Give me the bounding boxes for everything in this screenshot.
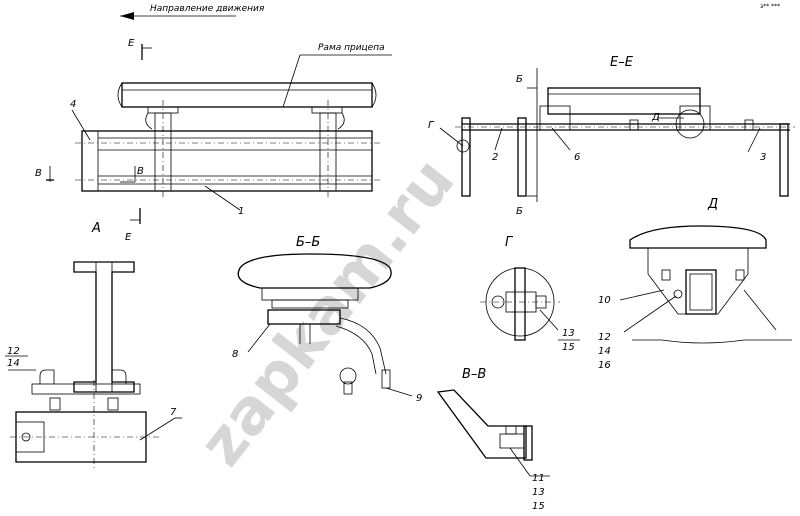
watermark: zapkam.ru [184,144,468,479]
view-g [480,267,580,341]
section-title-e-e: Е–Е [610,55,634,70]
cut-label-b-top: Б [516,74,523,85]
cut-label-v-left: В [35,168,42,179]
view-a [8,261,182,470]
pos-9: 9 [416,393,422,404]
section-title-v-v: В–В [462,367,486,382]
svg-text:zapkam.ru: zapkam.ru [184,144,468,479]
pos-8: 8 [232,349,238,360]
section-title-g: Г [505,235,514,250]
section-title-b-b: Б–Б [296,235,320,250]
pos-g-15: 15 [562,342,575,353]
pos-d-14: 14 [598,346,611,357]
section-title-d: Д [707,197,718,212]
pos-2: 2 [492,152,498,163]
pos-6: 6 [574,152,580,163]
section-v-v [436,389,550,477]
pos-v-11: 11 [532,473,545,484]
cut-label-e-top: Е [128,38,135,49]
cut-label-v-right: В [137,166,144,177]
pos-1: 1 [238,206,244,217]
pos-4: 4 [70,99,76,110]
section-b-b [237,253,413,397]
pos-a-14: 14 [7,358,20,369]
cut-label-b-bottom: Б [516,206,523,217]
section-e-e [439,68,795,202]
pos-10: 10 [598,295,611,306]
pos-v-15: 15 [532,501,545,512]
pos-d-16: 16 [598,360,611,371]
pos-3: 3 [760,152,766,163]
main-view [46,44,392,224]
pos-7: 7 [170,407,177,418]
ref-label-g: Г [428,120,435,131]
pos-d-12: 12 [598,332,611,343]
pos-v-13: 13 [532,487,545,498]
direction-arrow [120,12,236,20]
view-d [619,225,792,344]
ref-label-d: Д [651,112,660,123]
cut-label-e-bottom: Е [125,232,132,243]
corner-mark: з** *** [760,3,780,10]
section-title-a: A [91,221,101,236]
pos-a-12: 12 [7,346,20,357]
direction-note: Направление движения [150,4,265,14]
pos-g-13: 13 [562,328,575,339]
frame-note: Рама прицепа [318,43,385,53]
